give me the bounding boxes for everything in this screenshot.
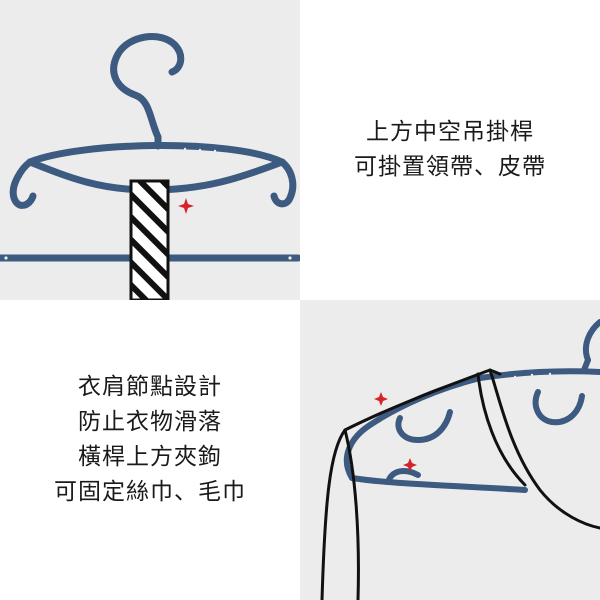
shoulder-node-caption: 衣肩節點設計 防止衣物滑落 橫桿上方夾鉤 可固定絲巾、毛巾 (0, 370, 300, 510)
caption-line: 可掛置領帶、皮帶 (354, 154, 546, 180)
panel-hollow-bar-caption: 上方中空吊掛桿 可掛置領帶、皮帶 (300, 0, 600, 300)
caption-line: 橫桿上方夾鉤 (78, 444, 222, 470)
panel-shoulder-node-image (300, 300, 600, 600)
panel-shoulder-node-caption: 衣肩節點設計 防止衣物滑落 橫桿上方夾鉤 可固定絲巾、毛巾 (0, 300, 300, 600)
caption-line: 防止衣物滑落 (78, 409, 222, 435)
caption-line: 衣肩節點設計 (78, 374, 222, 400)
caption-line: 上方中空吊掛桿 (366, 119, 534, 145)
hanger-icon (343, 319, 600, 493)
panel-hollow-bar-image (0, 0, 300, 300)
shirt-hanger-illustration (320, 319, 600, 600)
hanger-closeup-illustration (0, 33, 300, 300)
shirt-outline (320, 368, 600, 600)
sparkle-icon (403, 458, 417, 472)
sparkle-icon (178, 198, 194, 214)
sparkle-icon (374, 392, 388, 406)
striped-strap (129, 179, 170, 300)
caption-line: 可固定絲巾、毛巾 (54, 479, 246, 505)
hollow-bar-caption: 上方中空吊掛桿 可掛置領帶、皮帶 (300, 115, 600, 185)
